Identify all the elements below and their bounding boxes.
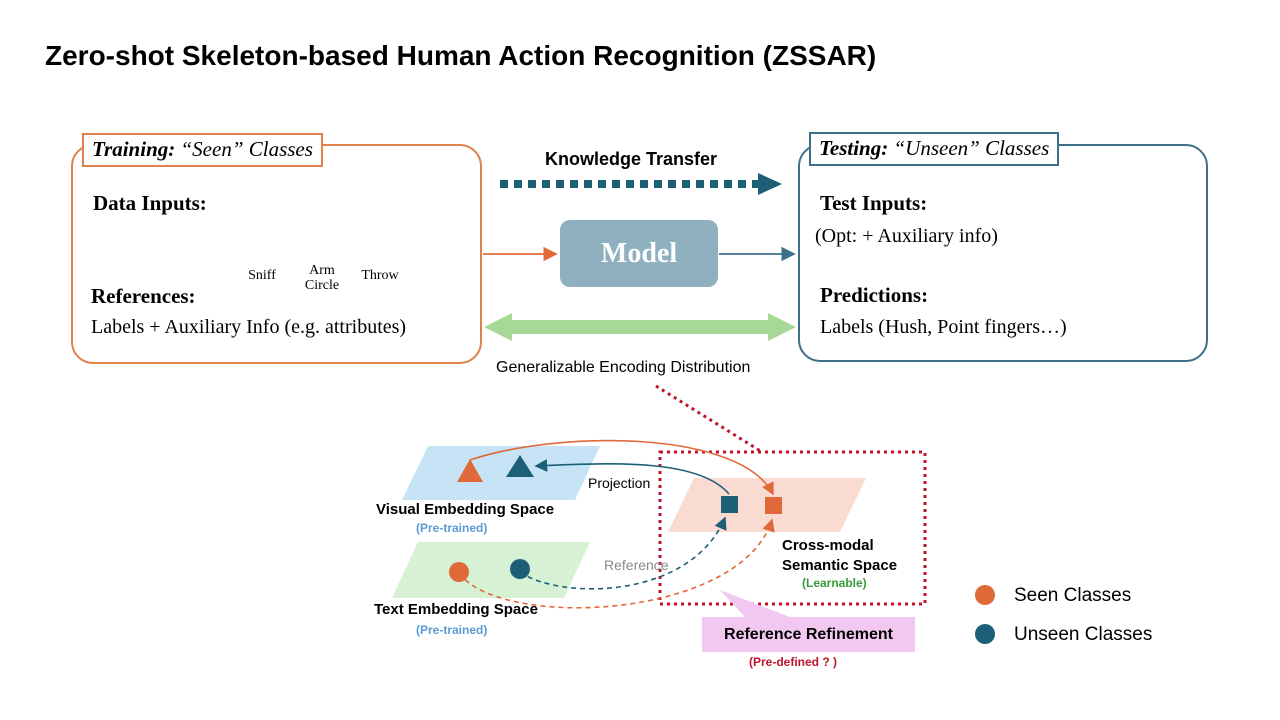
skeleton-label-throw: Throw bbox=[361, 268, 399, 283]
skeleton-label-sniff: Sniff bbox=[248, 268, 276, 283]
generalizable-double-arrow bbox=[484, 313, 796, 341]
text-space-sub: (Pre-trained) bbox=[416, 623, 488, 637]
knowledge-transfer-label: Knowledge Transfer bbox=[545, 149, 718, 169]
testing-panel bbox=[798, 144, 1208, 362]
seen-projection-curve bbox=[469, 439, 774, 496]
text-space-label: Text Embedding Space bbox=[374, 601, 538, 618]
unseen-visual-triangle bbox=[506, 455, 534, 477]
seen-visual-triangle bbox=[457, 459, 483, 482]
data-inputs-label: Data Inputs: bbox=[93, 191, 207, 215]
unseen-semantic-square bbox=[721, 496, 738, 513]
visual-space-label: Visual Embedding Space bbox=[376, 501, 555, 518]
test-inputs-label: Test Inputs: bbox=[820, 191, 928, 215]
seen-reference-curve bbox=[458, 518, 775, 609]
projection-label: Projection bbox=[588, 475, 651, 491]
legend-unseen-dot bbox=[975, 624, 995, 644]
cross-modal-dotted-box bbox=[655, 384, 927, 606]
training-tag-bold: Training: bbox=[92, 137, 176, 161]
training-tag: Training: “Seen” Classes bbox=[82, 133, 323, 167]
cross-space-label-1: Cross-modal bbox=[782, 537, 874, 554]
testing-tag-bold: Testing: bbox=[819, 136, 889, 160]
test-inputs-opt: (Opt: + Auxiliary info) bbox=[815, 225, 998, 247]
text-embedding-plane bbox=[392, 542, 590, 598]
model-box: Model bbox=[560, 220, 718, 287]
unseen-text-circle bbox=[510, 559, 530, 579]
reference-refinement-box: Reference Refinement bbox=[702, 617, 915, 652]
legend-seen-dot bbox=[975, 585, 995, 605]
unseen-projection-curve bbox=[534, 459, 730, 495]
legend-unseen-label: Unseen Classes bbox=[1014, 624, 1153, 645]
training-tag-rest: “Seen” Classes bbox=[175, 137, 313, 161]
legend-seen-label: Seen Classes bbox=[1014, 585, 1132, 606]
reference-label: Reference bbox=[604, 557, 669, 573]
visual-space-sub: (Pre-trained) bbox=[416, 521, 488, 535]
refinement-pointer bbox=[720, 590, 790, 617]
cross-space-label-2: Semantic Space bbox=[782, 557, 898, 574]
visual-embedding-plane bbox=[402, 446, 600, 500]
generalizable-label: Generalizable Encoding Distribution bbox=[496, 359, 751, 376]
page-title: Zero-shot Skeleton-based Human Action Re… bbox=[45, 40, 877, 71]
seen-text-circle bbox=[449, 562, 469, 582]
knowledge-transfer-arrow bbox=[500, 173, 782, 195]
cross-space-sub: (Learnable) bbox=[802, 576, 867, 590]
references-label: References: bbox=[91, 284, 196, 308]
testing-tag-rest: “Unseen” Classes bbox=[888, 136, 1050, 160]
predictions-label: Predictions: bbox=[820, 283, 929, 307]
refinement-sub: (Pre-defined ? ) bbox=[749, 655, 838, 669]
testing-tag: Testing: “Unseen” Classes bbox=[809, 132, 1060, 166]
predictions-text: Labels (Hush, Point fingers…) bbox=[820, 316, 1067, 338]
seen-semantic-square bbox=[765, 497, 782, 514]
references-text: Labels + Auxiliary Info (e.g. attributes… bbox=[91, 316, 407, 338]
skeleton-label-arm-circle: Arm Circle bbox=[304, 263, 340, 293]
unseen-reference-curve bbox=[519, 516, 727, 590]
